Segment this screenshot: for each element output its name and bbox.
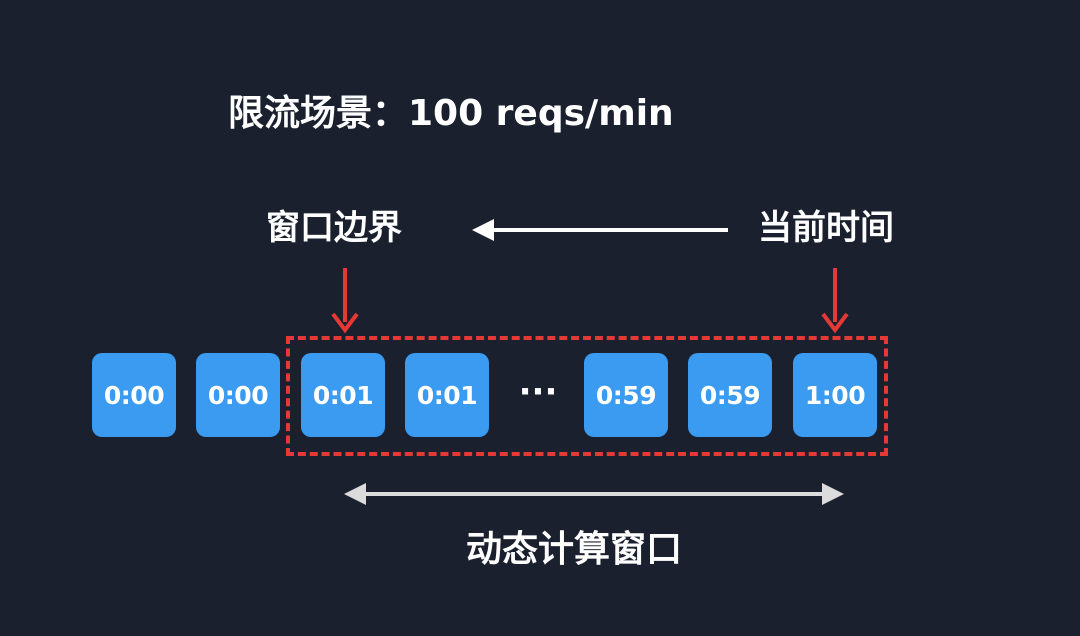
ellipsis: ··· [518,372,558,412]
time-slot: 0:59 [688,353,772,437]
time-slot: 1:00 [793,353,877,437]
scenario-title: 限流场景：100 reqs/min [228,93,674,134]
sliding-window-frame [286,336,888,456]
time-slot: 0:00 [196,353,280,437]
dynamic-window-label: 动态计算窗口 [466,529,683,570]
time-slot: 0:01 [301,353,385,437]
backward-arrow [472,219,728,241]
current-time-marker-arrow [821,268,849,334]
window-span-arrow [344,483,844,505]
window-boundary-marker-arrow [331,268,359,334]
time-slot: 0:01 [405,353,489,437]
time-slot: 0:00 [92,353,176,437]
current-time-label: 当前时间 [758,208,894,248]
window-boundary-label: 窗口边界 [266,208,402,248]
time-slot: 0:59 [584,353,668,437]
